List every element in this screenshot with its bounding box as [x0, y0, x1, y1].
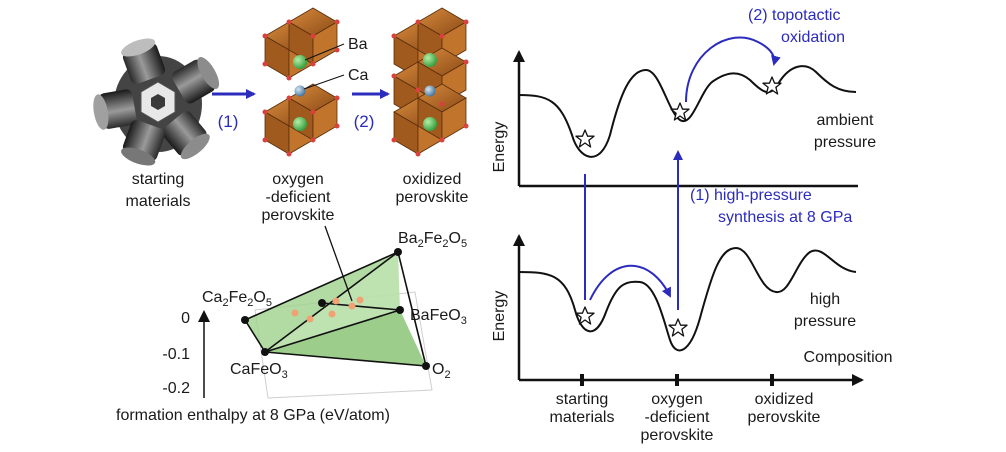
high-pressure-synthesis-label-2: synthesis at 8 GPa — [718, 209, 852, 226]
energy-landscape-diagram — [513, 36, 864, 386]
oxygen-deficient-label-2: -deficient — [266, 189, 331, 206]
vertex-o2-label: O2 — [432, 361, 451, 381]
ambient-pressure-label-2: pressure — [814, 134, 876, 151]
x-tick-deficient-1: oxygen — [651, 391, 703, 408]
oxidized-label-2: perovskite — [396, 189, 469, 206]
multi-anvil-apparatus-icon — [93, 38, 220, 166]
x-tick-oxidized-2: perovskite — [748, 409, 821, 426]
step1-label: (1) — [218, 112, 239, 131]
high-pressure-label-2: pressure — [794, 313, 856, 330]
composition-axis-label: Composition — [804, 349, 893, 366]
oxidized-perovskite-structure — [391, 7, 469, 157]
energy-axis-label-top: Energy — [491, 122, 508, 173]
enthalpy-tick-2: -0.2 — [162, 380, 190, 397]
starting-materials-label-2: materials — [126, 193, 191, 210]
oxygen-deficient-label-3: perovskite — [262, 207, 335, 224]
topotactic-oxidation-label-1: (2) topotactic — [748, 7, 840, 24]
high-pressure-label-1: high — [810, 291, 840, 308]
oxygen-deficient-label-1: oxygen — [272, 171, 324, 188]
oxidized-label-1: oxidized — [403, 171, 462, 188]
x-tick-starting-2: materials — [550, 409, 615, 426]
x-tick-deficient-2: -deficient — [645, 409, 710, 426]
x-tick-starting-1: starting — [556, 391, 608, 408]
enthalpy-axis-label: formation enthalpy at 8 GPa (eV/atom) — [116, 407, 390, 424]
vertex-cafeo3-label: CaFeO3 — [230, 361, 288, 381]
ambient-pressure-label-1: ambient — [817, 112, 874, 129]
energy-axis-label-bottom: Energy — [491, 291, 508, 342]
ba-atom-label: Ba — [348, 36, 368, 53]
vertex-ba2fe2o5-label: Ba2Fe2O5 — [398, 230, 467, 250]
starting-materials-label-1: starting — [132, 171, 184, 188]
vertex-ca2fe2o5-label: Ca2Fe2O5 — [202, 289, 272, 309]
high-pressure-synthesis-label-1: (1) high-pressure — [690, 187, 812, 204]
enthalpy-tick-0: 0 — [181, 310, 190, 327]
step2-label: (2) — [354, 112, 375, 131]
oxygen-deficient-perovskite-structure — [262, 7, 345, 157]
enthalpy-tick-1: -0.1 — [162, 346, 190, 363]
formation-enthalpy-phase-diagram — [198, 225, 433, 399]
ca-atom-label: Ca — [348, 67, 369, 84]
topotactic-oxidation-label-2: oxidation — [781, 29, 845, 46]
x-tick-oxidized-1: oxidized — [755, 391, 814, 408]
vertex-bafeo3-label: BaFeO3 — [410, 307, 467, 327]
x-tick-deficient-3: perovskite — [641, 427, 714, 444]
